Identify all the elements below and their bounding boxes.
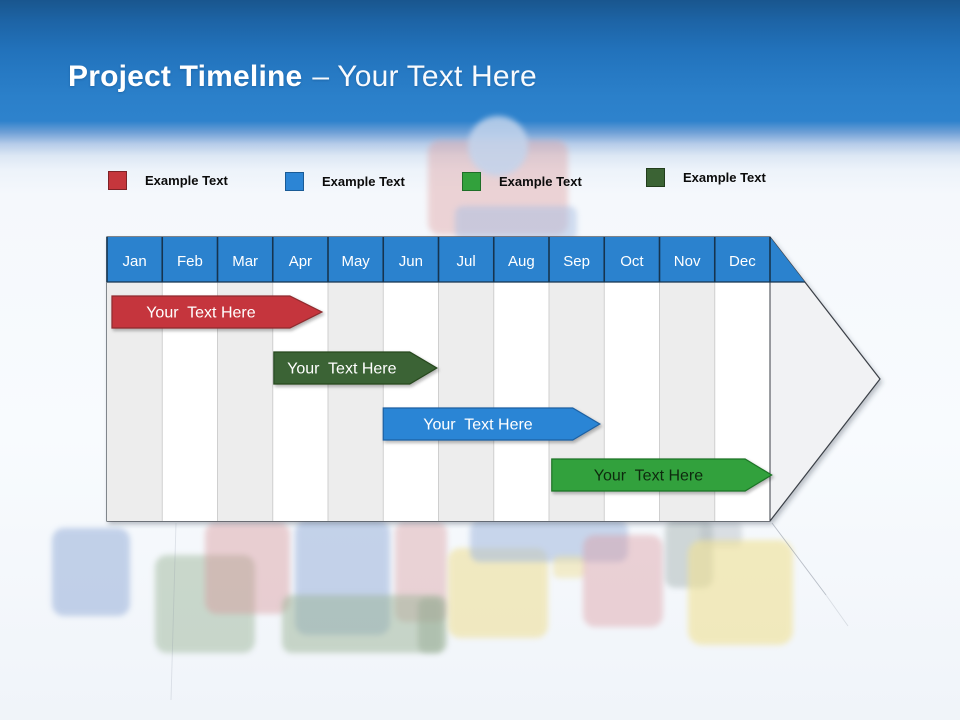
month-column xyxy=(438,282,494,521)
month-column xyxy=(493,282,549,521)
month-column xyxy=(328,282,384,521)
timeline-bar-shape xyxy=(551,458,773,492)
timeline-bar-shape xyxy=(273,351,439,385)
legend-label: Example Text xyxy=(499,173,582,189)
page-title: Project Timeline – Your Text Here xyxy=(68,60,537,94)
legend-item: Example Text xyxy=(285,171,405,191)
timeline-bar: Your Text Here xyxy=(551,458,773,492)
legend-swatch-icon xyxy=(462,171,481,191)
month-label: Jun xyxy=(399,253,423,270)
legend-swatch-icon xyxy=(646,167,665,187)
timeline-bar-label: Your Text Here xyxy=(423,417,533,434)
month-label: Feb xyxy=(177,253,203,270)
background-block xyxy=(468,116,528,176)
month-header-band xyxy=(107,237,805,282)
legend-label: Example Text xyxy=(322,173,405,189)
timeline-bar: Your Text Here xyxy=(273,351,439,385)
timeline-bar: Your Text Here xyxy=(382,407,602,441)
background-diagonal-line xyxy=(825,594,849,627)
month-label: Sep xyxy=(563,253,590,270)
month-label: Apr xyxy=(289,253,312,270)
legend-item: Example Text xyxy=(108,170,228,190)
month-label: Nov xyxy=(674,253,701,270)
background-diagonal-line xyxy=(771,522,827,596)
month-label: Jul xyxy=(457,253,476,270)
legend-item: Example Text xyxy=(462,171,582,191)
month-label: May xyxy=(341,253,370,270)
background-vertical-line xyxy=(170,522,177,701)
month-label: Oct xyxy=(620,253,644,270)
month-label: Aug xyxy=(508,253,535,270)
month-label: Jan xyxy=(123,253,147,270)
legend-label: Example Text xyxy=(145,172,228,188)
legend-label: Example Text xyxy=(683,169,766,185)
month-label: Dec xyxy=(729,253,756,270)
timeline-bar-label: Your Text Here xyxy=(146,305,256,322)
timeline-bar-label: Your Text Here xyxy=(594,468,704,485)
timeline-bar-shape xyxy=(382,407,602,441)
timeline-svg: Jan Feb Mar Apr May Jun Jul Aug Sep Oct Nov DecYour… xyxy=(106,236,881,701)
month-label: Mar xyxy=(232,253,258,270)
timeline-bar-label: Your Text Here xyxy=(287,361,397,378)
timeline-bar: Your Text Here xyxy=(111,295,324,329)
title-sub: – Your Text Here xyxy=(312,60,537,93)
title-main: Project Timeline xyxy=(68,60,303,93)
timeline-bar-shape xyxy=(111,295,324,329)
legend-swatch-icon xyxy=(108,170,127,190)
legend-item: Example Text xyxy=(646,167,766,187)
month-column xyxy=(383,282,439,521)
legend-swatch-icon xyxy=(285,171,304,191)
